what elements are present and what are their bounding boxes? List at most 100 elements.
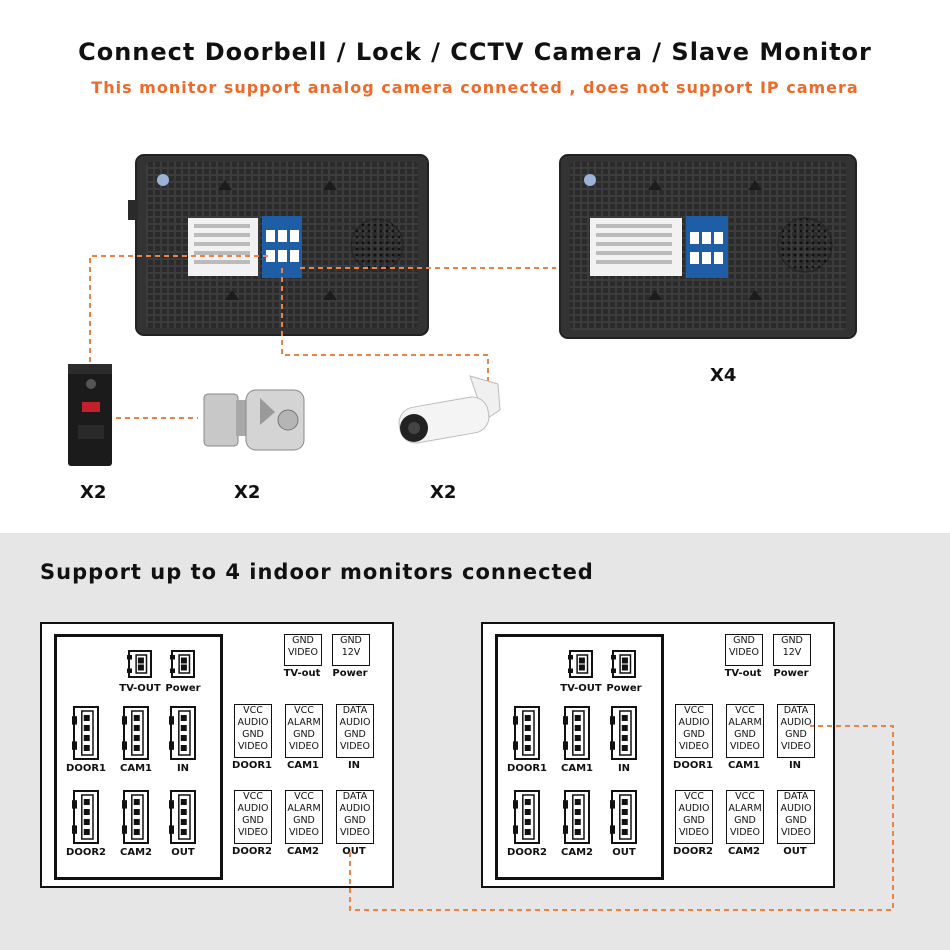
terminal-pin-label: VIDEO: [678, 827, 710, 838]
terminal-pin-label: GND: [785, 729, 807, 740]
connector-label: Power: [606, 683, 642, 694]
connector-label: TV-OUT: [560, 683, 602, 694]
terminal-pin-label: DATA: [342, 791, 368, 802]
terminal-pin-label: VCC: [294, 791, 314, 802]
doorbell-quantity: X2: [80, 482, 107, 503]
terminal-pin-label: VIDEO: [678, 741, 710, 752]
connector-door1: [72, 705, 100, 765]
terminal-pin-label: ALARM: [728, 803, 762, 814]
connector-label: CAM2: [120, 847, 152, 858]
terminal-pin-label: VCC: [294, 705, 314, 716]
terminal-pin-label: DATA: [783, 791, 809, 802]
terminal-label: CAM1: [287, 760, 319, 771]
terminal-pin-label: GND: [344, 729, 366, 740]
terminal-pin-label: ALARM: [287, 803, 321, 814]
terminal-pin-label: GND: [344, 815, 366, 826]
cctv-camera-device: [398, 375, 501, 444]
terminal-pin-label: VIDEO: [729, 741, 761, 752]
terminal-pin-label: ALARM: [728, 717, 762, 728]
connector-label: DOOR2: [66, 847, 106, 858]
terminal-pin-label: GND: [242, 815, 264, 826]
connector-label: OUT: [171, 847, 195, 858]
connection-wires: [89, 255, 556, 419]
terminal-label: TV-out: [724, 668, 762, 679]
terminal-pin-label: VCC: [735, 705, 755, 716]
terminal-pin-label: VCC: [684, 705, 704, 716]
connector-cam1: [122, 705, 150, 765]
terminal-label: TV-out: [283, 668, 321, 679]
connector-cam2: [122, 789, 150, 849]
terminal-pin-label: ALARM: [287, 717, 321, 728]
terminal-pin-label: GND: [781, 635, 803, 646]
connector-label: CAM1: [120, 763, 152, 774]
connector-in: [169, 705, 197, 765]
terminal-pin-label: VIDEO: [237, 827, 269, 838]
terminal-label: CAM2: [287, 846, 319, 857]
connector-label: CAM2: [561, 847, 593, 858]
terminal-pin-label: GND: [292, 635, 314, 646]
connector-label: CAM1: [561, 763, 593, 774]
connector-cam1: [563, 705, 591, 765]
section-title: Support up to 4 indoor monitors connecte…: [40, 560, 594, 584]
terminal-pin-label: AUDIO: [339, 803, 371, 814]
terminal-pin-label: AUDIO: [339, 717, 371, 728]
terminal-label: DOOR2: [673, 846, 713, 857]
connector-power: [611, 649, 637, 683]
terminal-pin-label: GND: [293, 815, 315, 826]
terminal-label: OUT: [342, 846, 366, 857]
connector-out: [169, 789, 197, 849]
terminal-pin-label: VIDEO: [780, 827, 812, 838]
connector-label: DOOR1: [507, 763, 547, 774]
terminal-pin-label: DATA: [342, 705, 368, 716]
terminal-label: DOOR1: [232, 760, 272, 771]
terminal-pin-label: VCC: [684, 791, 704, 802]
monitor-quantity: X4: [710, 365, 737, 386]
terminal-pin-label: VCC: [243, 705, 263, 716]
connector-door1: [513, 705, 541, 765]
terminal-pin-label: VIDEO: [780, 741, 812, 752]
connector-label: IN: [617, 763, 631, 774]
terminal-pin-label: AUDIO: [237, 717, 269, 728]
terminal-label: IN: [347, 760, 361, 771]
terminal-pin-label: GND: [734, 729, 756, 740]
terminal-label: Power: [332, 668, 368, 679]
connector-door2: [72, 789, 100, 849]
connector-label: IN: [176, 763, 190, 774]
terminal-pin-label: VIDEO: [728, 647, 760, 658]
terminal-pin-label: GND: [242, 729, 264, 740]
terminal-pin-label: AUDIO: [678, 803, 710, 814]
terminal-pin-label: GND: [293, 729, 315, 740]
terminal-label: OUT: [783, 846, 807, 857]
connector-label: Power: [165, 683, 201, 694]
terminal-pin-label: GND: [340, 635, 362, 646]
terminal-pin-label: DATA: [783, 705, 809, 716]
connector-tv-out: [568, 649, 594, 683]
page-subtitle: This monitor support analog camera conne…: [91, 78, 859, 97]
terminal-label: CAM1: [728, 760, 760, 771]
terminal-pin-label: VIDEO: [288, 827, 320, 838]
lock-device: [203, 389, 305, 451]
terminal-pin-label: 12V: [341, 647, 361, 658]
terminal-pin-label: GND: [785, 815, 807, 826]
connector-door2: [513, 789, 541, 849]
terminal-label: IN: [788, 760, 802, 771]
terminal-pin-label: VIDEO: [237, 741, 269, 752]
terminal-pin-label: GND: [683, 815, 705, 826]
